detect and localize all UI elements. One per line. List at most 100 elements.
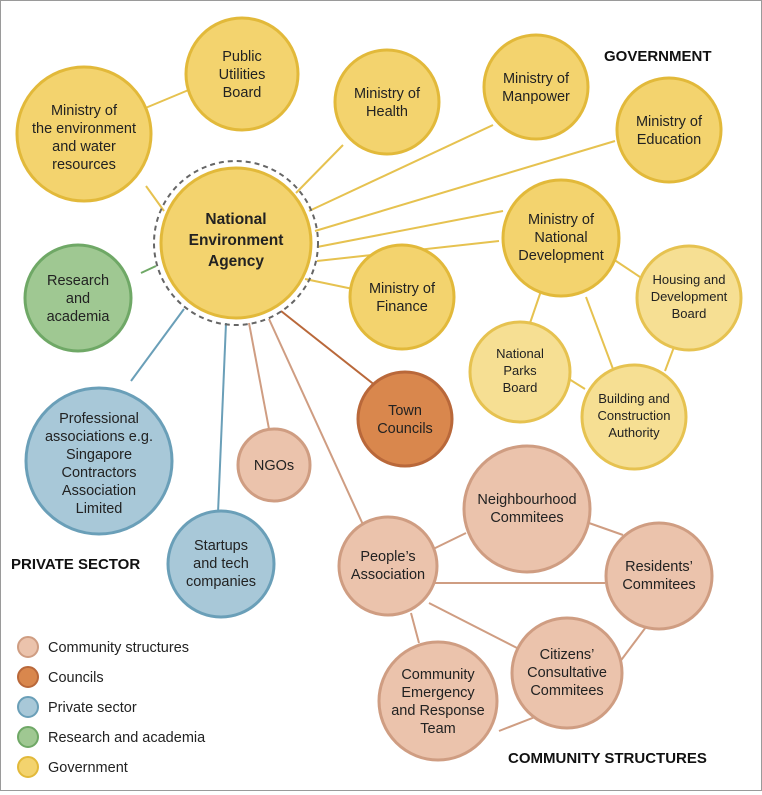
nea-label-3: Agency — [208, 253, 264, 270]
nea-circle — [159, 166, 313, 320]
mewr-label-1: Ministry of — [51, 103, 118, 119]
mewr-label-3: and water — [52, 139, 116, 155]
bca-circle — [580, 363, 688, 471]
town-label-1: Town — [388, 403, 422, 419]
nea-label-1: National — [205, 211, 266, 228]
mnd-label-3: Development — [518, 248, 603, 264]
mof-label-1: Ministry of — [369, 281, 436, 297]
pub-label-1: Public — [222, 49, 262, 65]
prof-circle — [24, 386, 174, 536]
mewr-circle — [15, 65, 153, 203]
node-town-councils[interactable]: Town Councils — [356, 370, 454, 468]
section-government: GOVERNMENT — [604, 48, 712, 65]
line-nparks-bca — [568, 378, 586, 390]
prof-label-2: associations e.g. — [45, 429, 153, 445]
node-startups-tech[interactable]: Startups and tech companies — [166, 509, 276, 619]
moh-label-1: Ministry of — [354, 86, 421, 102]
line-mnd-hdb — [612, 258, 644, 280]
rc-label-1: Residents’ — [625, 559, 693, 575]
node-research-academia[interactable]: Research and academia — [23, 243, 133, 353]
line-nea-mom — [308, 124, 494, 212]
legend-swatch-government — [17, 756, 39, 778]
line-mnd-nparks — [528, 290, 542, 327]
line-mewr-pub — [142, 88, 192, 110]
ngos-label-1: NGOs — [254, 458, 294, 474]
pub-label-2: Utilities — [219, 67, 266, 83]
node-ngos[interactable]: NGOs — [236, 427, 312, 503]
bca-label-3: Authority — [608, 425, 660, 440]
legend-label-councils: Councils — [48, 670, 104, 686]
node-professional-associations[interactable]: Professional associations e.g. Singapore… — [24, 386, 174, 536]
nparks-label-1: National — [496, 346, 544, 361]
legend-label-research: Research and academia — [48, 730, 206, 746]
town-circle — [356, 370, 454, 468]
nodes: National Environment Agency Public Utili… — [15, 16, 743, 762]
pub-circle — [184, 16, 300, 132]
rc-circle — [604, 521, 714, 631]
node-public-utilities-board[interactable]: Public Utilities Board — [184, 16, 300, 132]
bca-label-1: Building and — [598, 391, 670, 406]
legend-label-private: Private sector — [48, 700, 137, 716]
node-community-emergency-response-team[interactable]: Community Emergency and Response Team — [377, 640, 499, 762]
line-nea-moe — [314, 140, 616, 232]
node-citizens-consultative-commitees[interactable]: Citizens’ Consultative Commitees — [510, 616, 624, 730]
node-ministry-of-health[interactable]: Ministry of Health — [333, 48, 441, 156]
prof-label-4: Contractors — [62, 465, 137, 481]
line-nea-mewr — [145, 185, 165, 212]
node-building-construction-authority[interactable]: Building and Construction Authority — [580, 363, 688, 471]
node-ministry-environment-water[interactable]: Ministry of the environment and water re… — [15, 65, 153, 203]
hdb-label-2: Development — [651, 289, 728, 304]
node-ministry-of-manpower[interactable]: Ministry of Manpower — [482, 33, 590, 141]
line-nea-research — [140, 265, 157, 274]
line-mnd-bca — [585, 296, 614, 370]
ccc-label-3: Commitees — [530, 683, 603, 699]
startups-label-3: companies — [186, 574, 256, 590]
cert-label-2: Emergency — [401, 685, 475, 701]
mewr-label-2: the environment — [32, 121, 136, 137]
node-residents-commitees[interactable]: Residents’ Commitees — [604, 521, 714, 631]
nc-label-2: Commitees — [490, 510, 563, 526]
legend-item-government: Government — [17, 756, 128, 778]
legend-label-government: Government — [48, 760, 128, 776]
node-national-parks-board[interactable]: National Parks Board — [468, 320, 572, 424]
hdb-circle — [635, 244, 743, 352]
cert-label-4: Team — [420, 721, 455, 737]
moe-label-2: Education — [637, 132, 702, 148]
rc-label-2: Commitees — [622, 577, 695, 593]
nea-dashed-ring — [153, 160, 319, 326]
moh-label-2: Health — [366, 104, 408, 120]
prof-label-5: Association — [62, 483, 136, 499]
section-community-structures: COMMUNITY STRUCTURES — [508, 750, 707, 767]
node-housing-development-board[interactable]: Housing and Development Board — [635, 244, 743, 352]
nparks-label-2: Parks — [503, 363, 537, 378]
line-nea-town — [280, 310, 377, 387]
legend-label-community: Community structures — [48, 640, 189, 656]
line-pa-ccc — [428, 602, 520, 650]
line-nea-moh — [295, 144, 344, 194]
bca-label-2: Construction — [598, 408, 671, 423]
moe-label-1: Ministry of — [636, 114, 703, 130]
node-ministry-of-finance[interactable]: Ministry of Finance — [348, 243, 456, 351]
line-nea-ngos — [248, 322, 270, 430]
hdb-label-3: Board — [672, 306, 707, 321]
ccc-circle — [510, 616, 624, 730]
node-neighbourhood-commitees[interactable]: Neighbourhood Commitees — [462, 444, 592, 574]
node-ministry-of-national-development[interactable]: Ministry of National Development — [501, 178, 621, 298]
line-pa-cert — [410, 612, 420, 644]
town-label-2: Councils — [377, 421, 433, 437]
hdb-label-1: Housing and — [653, 272, 726, 287]
cert-label-3: and Response — [391, 703, 485, 719]
startups-label-2: and tech — [193, 556, 249, 572]
line-ccc-cert — [498, 716, 536, 732]
legend-item-community: Community structures — [17, 636, 189, 658]
research-label-2: and — [66, 291, 90, 307]
prof-label-3: Singapore — [66, 447, 132, 463]
node-national-environment-agency[interactable]: National Environment Agency — [153, 160, 319, 326]
prof-label-1: Professional — [59, 411, 139, 427]
nparks-circle — [468, 320, 572, 424]
line-nea-pa — [268, 318, 366, 530]
node-peoples-association[interactable]: People’s Association — [337, 515, 439, 617]
node-ministry-of-education[interactable]: Ministry of Education — [615, 76, 723, 184]
